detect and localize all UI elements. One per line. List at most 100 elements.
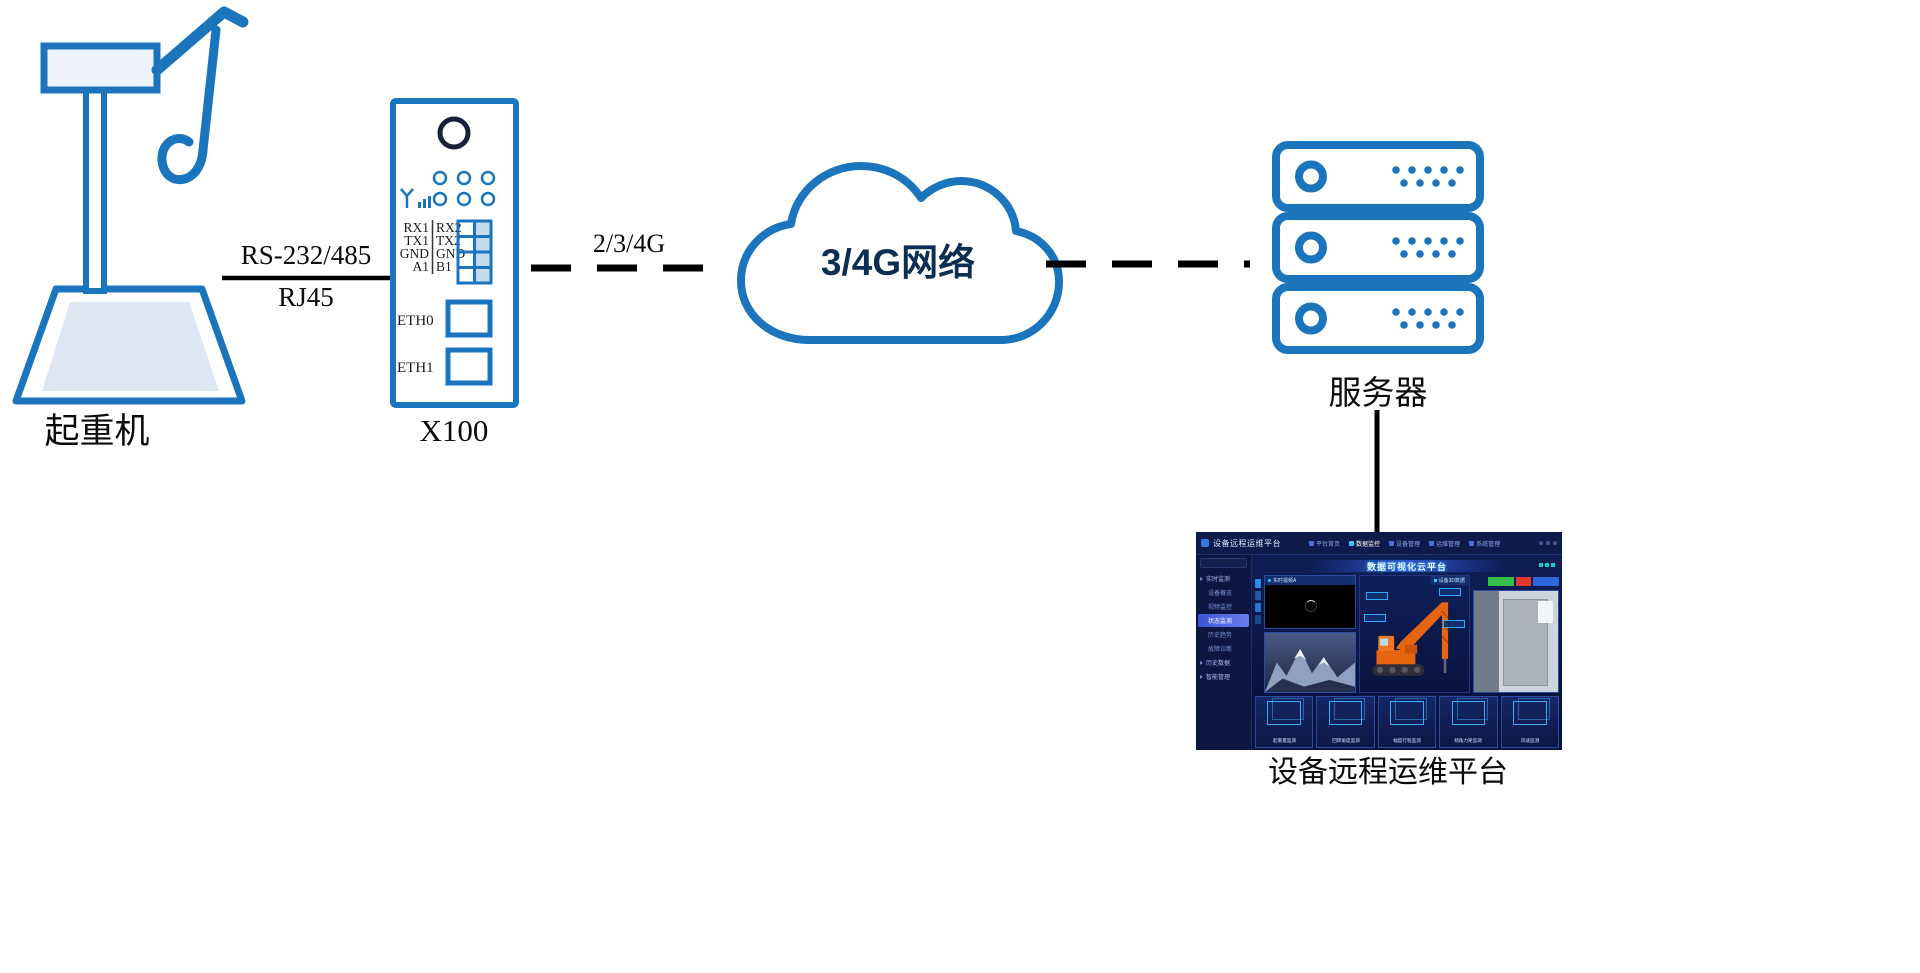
video-panel-header: 实时视频A [1265,576,1355,585]
sidebar-item-overview: 设备概览 [1208,591,1233,597]
side-glow-strip [1255,575,1261,693]
wireframe-box-icon [1267,698,1305,725]
crane-label: 起重机 [44,412,149,451]
led-indicators [432,170,496,207]
dashboard-body: 实时监测 设备概览 视频监控 状态监测 历史趋势 故障诊断 历史数据 智能管理 [1196,555,1562,750]
video-panel: 实时视频A [1264,575,1356,629]
banner-dots-icon [1539,563,1555,567]
wireframe-box-icon [1451,698,1489,725]
caret-icon [1200,576,1203,581]
right-column [1473,575,1559,693]
sidebar-section-label: 历史数据 [1206,661,1231,667]
port-tx1: TX1 [404,233,429,248]
dashboard-nav: 平台首页 数据监控 设备管理 运维管理 系统管理 [1309,539,1500,548]
camera-dot-icon [1268,579,1271,582]
port-tx2: TX2 [436,233,461,248]
nav-monitor-label: 数据监控 [1356,541,1381,548]
cabinet-sign [1537,601,1553,624]
dashboard-content: 实时视频A [1255,575,1559,693]
excavator-view [1360,585,1469,692]
status-color-blocks [1473,575,1559,587]
left-column: 实时视频A [1264,575,1356,693]
eth0-port [445,299,493,338]
panel-caption: 幅度行程监测 [1393,738,1421,744]
data-callout-chip [1443,620,1465,628]
port-a1: A1 [413,259,430,274]
banner-title: 数据可视化云平台 [1366,561,1447,572]
model-panel-title: 设备3D数据 [1438,578,1465,584]
dashboard-topbar: 设备远程运维平台 平台首页 数据监控 设备管理 运维管理 系统管理 [1196,532,1562,555]
excavator-image [1372,601,1449,676]
nav-device-label: 设备管理 [1396,541,1421,548]
monitor-panel: 幅度行程监测 [1377,696,1437,748]
eth0-label: ETH0 [397,313,434,329]
monitor-panel: 起重量监测 [1255,696,1314,748]
dashboard-banner: 数据可视化云平台 [1255,557,1559,575]
cloud-icon: 3/4G网络 [737,162,1063,344]
mountain-photo [1264,632,1356,693]
wireframe-box-icon [1390,698,1428,725]
data-callout-chip [1364,614,1386,622]
sidebar-section-label: 实时监测 [1206,577,1231,583]
panel-caption: 风速监测 [1520,738,1540,744]
port-b1: B1 [436,259,452,274]
sidebar-section-manage: 智能管理 [1196,670,1251,683]
router-device: RX1 TX1 GND A1 RX2 TX2 GND B1 ETH0 [390,98,519,408]
port-gnd1: GND [400,246,429,261]
dashboard-main: 数据可视化云平台 实时视频A [1252,555,1562,750]
model-panel-header: 设备3D数据 [1429,576,1469,585]
model-dot-icon [1433,579,1437,582]
nav-device-icon [1389,540,1395,546]
serial-link-label: RS-232/485 [241,240,372,270]
sidebar-item-status: 状态监测 [1198,614,1249,627]
eth1-label: ETH1 [397,360,434,376]
dashboard-logo-icon [1201,539,1209,547]
sidebar-section-data: 历史数据 [1196,656,1251,669]
loading-spinner-icon [1305,599,1317,612]
panel-caption: 回转角度监测 [1331,738,1360,744]
blue-block [1533,576,1559,586]
caret-icon [1200,660,1203,665]
server-stack-icon [1272,141,1484,354]
sidebar-search-input [1200,558,1247,568]
nav-home-icon [1309,540,1314,546]
window-controls [1539,541,1557,545]
cellular-link-label: 2/3/4G [593,229,665,258]
dashboard-sidebar: 实时监测 设备概览 视频监控 状态监测 历史趋势 故障诊断 历史数据 智能管理 [1196,555,1252,750]
serial-port-labels: RX1 TX1 GND A1 RX2 TX2 GND B1 [400,220,465,274]
video-panel-title: 实时视频A [1273,578,1297,584]
mountain-image [1265,633,1355,692]
wireframe-box-icon [1513,698,1551,725]
nav-item-ops: 运维管理 [1429,539,1460,548]
router-label: X100 [420,413,489,448]
server-label: 服务器 [1329,375,1428,412]
sidebar-section-realtime: 实时监测 [1196,572,1251,585]
monitor-panel: 回转角度监测 [1316,696,1375,748]
dashboard-screenshot: 设备远程运维平台 平台首页 数据监控 设备管理 运维管理 系统管理 实时监测 设… [1196,532,1562,750]
panel-caption: 倾角力矩监测 [1454,738,1483,744]
caret-icon [1200,674,1203,679]
red-block [1516,576,1531,586]
sidebar-section-label: 智能管理 [1206,675,1231,681]
nav-ops-label: 运维管理 [1436,541,1461,548]
cloud-label: 3/4G网络 [821,241,975,283]
sidebar-item-video: 视频监控 [1208,605,1233,611]
bottom-panel-row: 起重量监测 回转角度监测 幅度行程监测 倾角力矩监测 [1255,696,1560,748]
eth1-port [445,347,493,386]
nav-item-home: 平台首页 [1309,539,1340,548]
crane-icon [12,6,249,405]
nav-item-system: 系统管理 [1469,539,1500,548]
nav-home-label: 平台首页 [1316,541,1341,548]
nav-item-monitor: 数据监控 [1349,539,1380,548]
signal-icon [400,188,431,208]
nav-system-label: 系统管理 [1476,541,1501,548]
cabinet-photo [1473,590,1559,693]
sidebar-item-history: 历史趋势 [1208,633,1233,639]
port-rx1: RX1 [403,220,429,235]
panel-caption: 起重量监测 [1272,738,1296,744]
wireframe-box-icon [1328,698,1366,725]
platform-label: 设备远程运维平台 [1268,756,1508,789]
data-callout-chip [1366,592,1388,600]
